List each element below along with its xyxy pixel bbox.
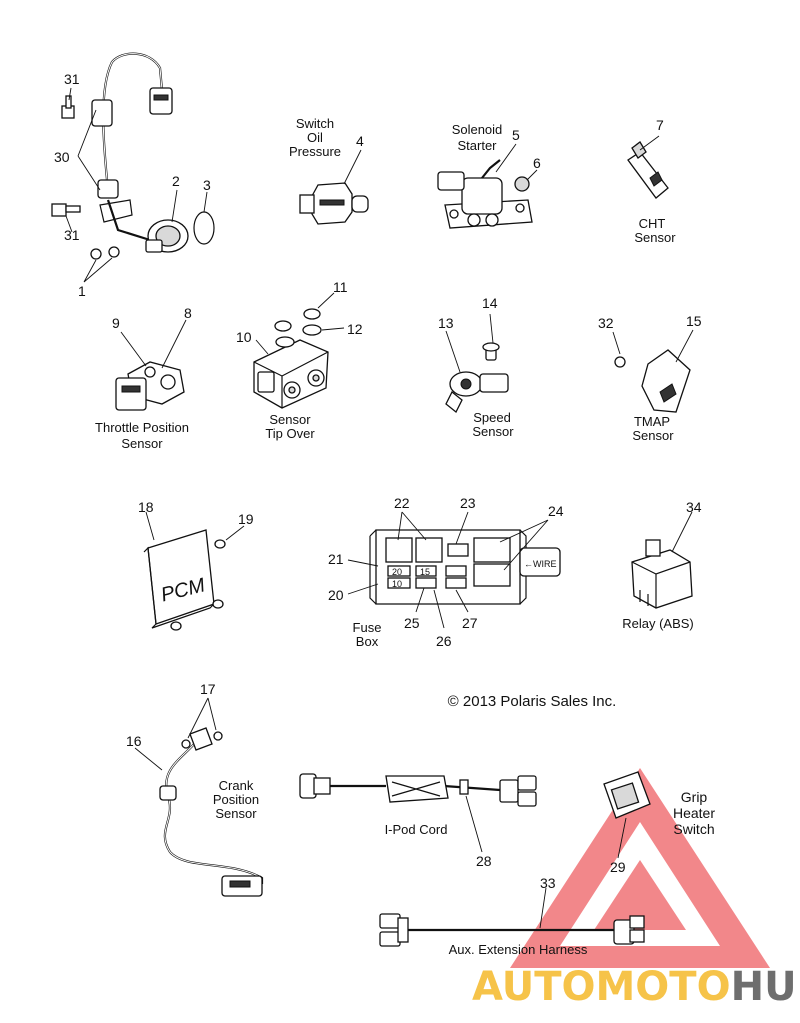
- crank-position-sensor-group: [134, 697, 264, 897]
- caption-fuse-box-1: Fuse: [353, 620, 382, 635]
- caption-solenoid-1: Solenoid: [452, 122, 503, 137]
- grip-heater-switch-group: [603, 771, 651, 859]
- cht-sensor-group: [627, 135, 669, 199]
- part-number-27: 27: [462, 615, 478, 631]
- caption-throttle-2: Sensor: [121, 436, 163, 451]
- part-number-2: 2: [172, 173, 180, 189]
- caption-aux: Aux. Extension Harness: [449, 942, 588, 957]
- oil-pressure-switch-group: [299, 149, 369, 225]
- part-number-29: 29: [610, 859, 626, 875]
- part-number-31-top: 31: [64, 71, 80, 87]
- fuse-15-text: 15: [420, 567, 430, 577]
- caption-fuse-box-2: Box: [356, 634, 379, 649]
- caption-grip-2: Heater: [673, 805, 715, 821]
- part-number-30: 30: [54, 149, 70, 165]
- part-number-6: 6: [533, 155, 541, 171]
- part-number-1: 1: [78, 283, 86, 299]
- aux-harness-group: [379, 887, 645, 947]
- starter-solenoid-group: [437, 143, 538, 229]
- part-number-18: 18: [138, 499, 154, 515]
- part-number-9: 9: [112, 315, 120, 331]
- watermark-part1: AUTOMOTO: [472, 964, 731, 1010]
- part-number-16: 16: [126, 733, 142, 749]
- part-number-8: 8: [184, 305, 192, 321]
- caption-cht-2: Sensor: [634, 230, 676, 245]
- caption-crank-2: Position: [213, 792, 259, 807]
- caption-throttle-1: Throttle Position: [95, 420, 189, 435]
- tip-over-sensor-group: [253, 292, 345, 409]
- caption-tmap-2: Sensor: [632, 428, 674, 443]
- caption-cht-1: CHT: [639, 216, 666, 231]
- part-number-23: 23: [460, 495, 476, 511]
- pcm-group: PCM: [143, 511, 245, 631]
- fuse-10-text: 10: [392, 579, 402, 589]
- bolt-31-top-icon: [61, 95, 75, 119]
- caption-grip-1: Grip: [681, 789, 708, 805]
- part-number-19: 19: [238, 511, 254, 527]
- part-number-5: 5: [512, 127, 520, 143]
- part-number-10: 10: [236, 329, 252, 345]
- caption-speed-1: Speed: [473, 410, 511, 425]
- caption-crank-3: Sensor: [215, 806, 257, 821]
- watermark-part2: HUB: [731, 964, 800, 1010]
- automotohub-logo: [510, 768, 770, 968]
- part-number-15: 15: [686, 313, 702, 329]
- caption-crank-1: Crank: [219, 778, 254, 793]
- part-number-14: 14: [482, 295, 498, 311]
- copyright-text: © 2013 Polaris Sales Inc.: [448, 693, 617, 710]
- part-number-24: 24: [548, 503, 564, 519]
- bolt-31-bottom-icon: [51, 203, 81, 217]
- part-number-22: 22: [394, 495, 410, 511]
- caption-tip-over-1: Sensor: [269, 412, 311, 427]
- caption-oil-switch-2: Oil: [307, 130, 323, 145]
- part-number-31-bottom: 31: [64, 227, 80, 243]
- part-number-11: 11: [333, 279, 348, 295]
- part-number-20: 20: [328, 587, 344, 603]
- wire-tag: ←WIRE: [524, 559, 557, 569]
- tmap-sensor-group: [612, 329, 694, 413]
- caption-solenoid-2: Starter: [457, 138, 497, 153]
- part-number-21: 21: [328, 551, 344, 567]
- relay-group: [631, 511, 693, 609]
- part-number-3: 3: [203, 177, 211, 193]
- ipod-cord-group: [299, 773, 537, 853]
- fuse-20-text: 20: [392, 567, 402, 577]
- part-number-28: 28: [476, 853, 492, 869]
- caption-relay: Relay (ABS): [622, 616, 694, 631]
- engine-harness-group: [51, 52, 215, 283]
- caption-grip-3: Switch: [673, 821, 714, 837]
- part-number-33: 33: [540, 875, 556, 891]
- part-number-32: 32: [598, 315, 614, 331]
- part-number-13: 13: [438, 315, 454, 331]
- caption-oil-switch-3: Pressure: [289, 144, 341, 159]
- throttle-position-sensor-group: [115, 319, 187, 411]
- part-number-26: 26: [436, 633, 452, 649]
- speed-sensor-group: [445, 313, 509, 414]
- part-number-7: 7: [656, 117, 664, 133]
- part-number-12: 12: [347, 321, 363, 337]
- screw-19-icon: [170, 539, 226, 631]
- part-number-17: 17: [200, 681, 216, 697]
- caption-speed-2: Sensor: [472, 424, 514, 439]
- caption-tip-over-2: Tip Over: [265, 426, 315, 441]
- fuse-box-group: ←WIRE 20 10 15: [347, 511, 561, 629]
- part-number-25: 25: [404, 615, 420, 631]
- watermark-text: AUTOMOTOHUB: [472, 964, 800, 1010]
- caption-oil-switch-1: Switch: [296, 116, 334, 131]
- part-number-34: 34: [686, 499, 702, 515]
- caption-ipod: I-Pod Cord: [385, 822, 448, 837]
- caption-tmap-1: TMAP: [634, 414, 670, 429]
- part-number-4: 4: [356, 133, 364, 149]
